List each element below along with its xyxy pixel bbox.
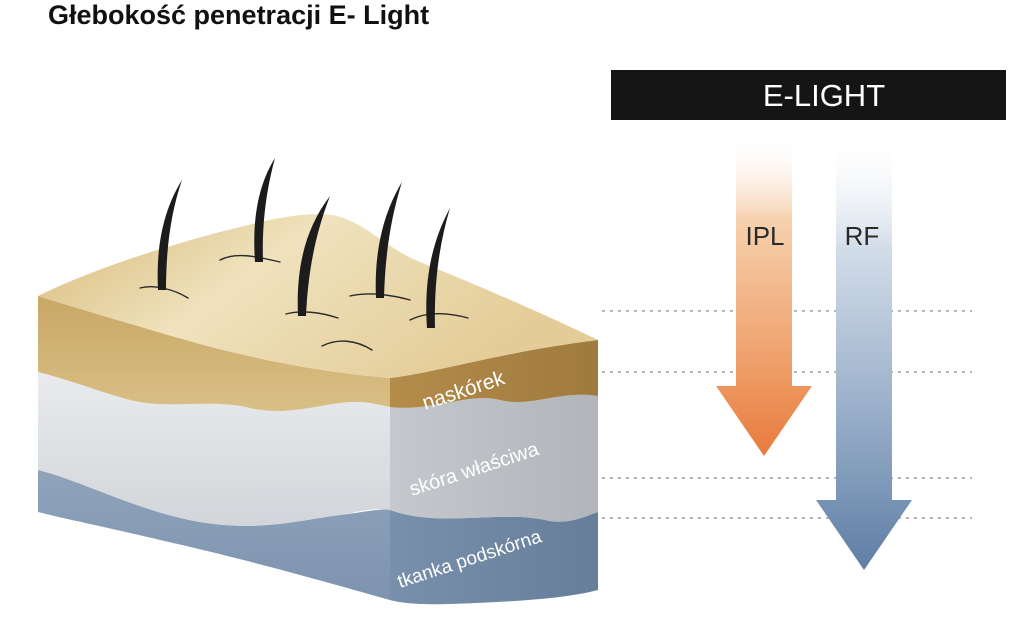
hair-strand [157,180,182,290]
ipl-arrow-shape [716,140,812,456]
e-light-banner-bg [611,70,1006,120]
rf-arrow-shape [816,140,912,570]
dermis-side-face [390,394,598,522]
subcutis-side-face [390,510,598,605]
skin-block: naskórek skóra właściwa tkanka podskórna [38,158,598,605]
epidermis-side-face [390,340,598,408]
skin-top-surface [38,214,598,378]
hair-strand [254,158,275,262]
e-light-banner-label: E-LIGHT [763,78,885,113]
hair-strands [157,158,450,328]
page-title: Głebokość penetracji E- Light [48,0,430,30]
hair-strand [375,182,402,298]
e-light-banner: E-LIGHT [611,70,1006,120]
ipl-arrow-label: IPL [745,221,784,251]
ipl-arrow: IPL [716,140,812,456]
dermis-front-face [38,372,390,526]
rf-arrow: RF [816,140,912,570]
hair-strand [297,196,330,316]
epidermis-front-face [38,296,390,412]
hair-strand [426,208,450,328]
subcutis-front-face [38,470,390,600]
rf-arrow-label: RF [845,221,880,251]
